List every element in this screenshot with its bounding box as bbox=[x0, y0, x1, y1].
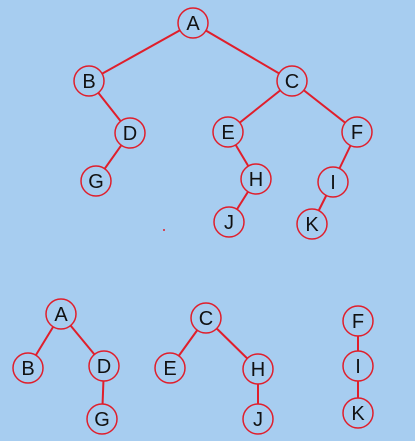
node-circle bbox=[80, 165, 112, 197]
node-circle bbox=[154, 352, 186, 384]
node-circle bbox=[242, 353, 274, 385]
node-tree0-e: E bbox=[212, 116, 244, 148]
node-tree2-e: E bbox=[154, 352, 186, 384]
node-tree2-c: C bbox=[190, 302, 222, 334]
node-circle bbox=[317, 166, 349, 198]
node-circle bbox=[190, 302, 222, 334]
node-tree1-g: G bbox=[86, 403, 118, 435]
node-label: B bbox=[82, 71, 95, 93]
node-tree0-b: B bbox=[73, 65, 105, 97]
node-tree0-h: H bbox=[240, 163, 272, 195]
node-tree1-b: B bbox=[12, 352, 44, 384]
node-label: A bbox=[186, 13, 200, 35]
node-label: J bbox=[224, 212, 234, 234]
edge-tree0-a-c bbox=[192, 22, 293, 82]
edge-tree0-a-b bbox=[88, 22, 194, 82]
node-tree0-c: C bbox=[276, 65, 308, 97]
node-label: E bbox=[163, 358, 176, 380]
node-label: I bbox=[330, 172, 336, 194]
node-circle bbox=[242, 403, 274, 435]
stray-dot bbox=[163, 229, 165, 231]
node-label: E bbox=[221, 122, 234, 144]
node-label: H bbox=[251, 359, 265, 381]
node-tree0-j: J bbox=[213, 206, 245, 238]
node-circle bbox=[342, 397, 374, 429]
node-tree3-f: F bbox=[342, 305, 374, 337]
node-circle bbox=[342, 305, 374, 337]
node-label: I bbox=[355, 356, 361, 378]
node-tree2-j: J bbox=[242, 403, 274, 435]
node-label: H bbox=[249, 169, 263, 191]
node-circle bbox=[212, 116, 244, 148]
node-label: D bbox=[97, 356, 111, 378]
node-tree0-i: I bbox=[317, 166, 349, 198]
node-circle bbox=[88, 350, 120, 382]
node-circle bbox=[86, 403, 118, 435]
node-label: K bbox=[351, 403, 365, 425]
node-label: D bbox=[123, 123, 137, 145]
node-circle bbox=[45, 298, 77, 330]
node-tree3-k: K bbox=[342, 397, 374, 429]
node-label: J bbox=[253, 409, 263, 431]
node-tree0-a: A bbox=[177, 7, 209, 39]
node-label: F bbox=[352, 311, 364, 333]
node-label: G bbox=[88, 171, 104, 193]
node-tree1-d: D bbox=[88, 350, 120, 382]
node-circle bbox=[12, 352, 44, 384]
node-label: C bbox=[199, 308, 213, 330]
node-label: A bbox=[54, 304, 68, 326]
node-label: G bbox=[94, 409, 110, 431]
node-tree1-a: A bbox=[45, 298, 77, 330]
node-circle bbox=[240, 163, 272, 195]
node-circle bbox=[213, 206, 245, 238]
node-circle bbox=[276, 65, 308, 97]
node-tree0-g: G bbox=[80, 165, 112, 197]
node-circle bbox=[177, 7, 209, 39]
node-circle bbox=[296, 208, 328, 240]
node-circle bbox=[341, 116, 373, 148]
node-label: K bbox=[305, 214, 319, 236]
node-tree0-d: D bbox=[114, 117, 146, 149]
node-label: C bbox=[285, 71, 299, 93]
node-tree0-k: K bbox=[296, 208, 328, 240]
node-circle bbox=[114, 117, 146, 149]
node-tree2-h: H bbox=[242, 353, 274, 385]
node-circle bbox=[73, 65, 105, 97]
node-tree3-i: I bbox=[342, 350, 374, 382]
node-circle bbox=[342, 350, 374, 382]
node-label: F bbox=[351, 122, 363, 144]
node-label: B bbox=[21, 358, 34, 380]
node-tree0-f: F bbox=[341, 116, 373, 148]
